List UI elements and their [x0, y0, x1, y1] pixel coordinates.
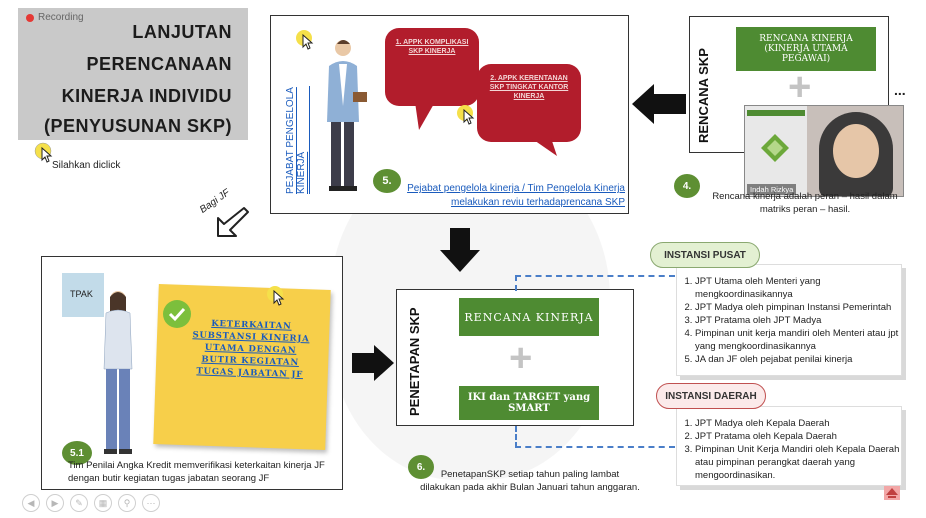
step-5-caption[interactable]: Pejabat pengelola kinerja / Tim Pengelol…: [407, 183, 625, 208]
more-options-button[interactable]: ⋯: [142, 494, 160, 512]
click-hint-text: Silahkan diclick: [52, 160, 121, 171]
webcam-slide-preview: [745, 106, 807, 196]
pejabat-pengelola-label: PEJABAT PENGELOLA KINERJA: [285, 86, 310, 194]
click-cursor-icon: [34, 142, 53, 163]
ellipsis: ...: [894, 82, 906, 98]
penetapan-skp-label: PENETAPAN SKP: [407, 307, 422, 416]
step-5-1-caption: Tim Penilai Angka Kredit memverifikasi k…: [68, 460, 325, 484]
step-6-caption: PenetapanSKP setiap tahun paling lambat …: [420, 469, 640, 493]
step-number: 4.: [682, 180, 692, 192]
recording-indicator: Recording: [26, 12, 84, 23]
click-cursor-icon[interactable]: [295, 29, 317, 51]
webcam-video: [807, 106, 903, 196]
tpak-tag: TPAK: [62, 273, 104, 317]
list-item: Pimpinan Unit Kerja Mandiri oleh Kepala …: [695, 443, 901, 482]
up-arrow-icon: [886, 488, 898, 498]
title-line-2: PERENCANAAN: [86, 54, 232, 74]
step-number: 5.: [382, 175, 392, 187]
instansi-daerah-pill: INSTANSI DAERAH: [656, 383, 766, 409]
slideshow-toolbar: ◀ ▶ ✎ ▦ ⚲ ⋯: [22, 494, 160, 512]
step-badge: 5.: [373, 169, 401, 193]
arrow-right-icon: [352, 345, 394, 381]
previous-slide-button[interactable]: ◀: [22, 494, 40, 512]
instansi-pusat-pill: INSTANSI PUSAT: [650, 242, 760, 268]
sticky-note-text: KETERKAITAN SUBSTANSI KINERJA UTAMA DENG…: [192, 318, 310, 381]
plus-icon: +: [509, 336, 533, 380]
click-cursor-icon[interactable]: [456, 104, 478, 126]
step-badge: 6.: [408, 455, 434, 479]
preview-header: [747, 110, 805, 116]
bubble-tail: [415, 102, 435, 130]
bubble-tail: [531, 138, 557, 156]
woman-figure-icon: [103, 291, 133, 454]
step-badge: 5.1: [62, 441, 92, 465]
arrow-down-icon: [440, 228, 480, 272]
connector-line: [515, 426, 517, 448]
click-cursor-icon[interactable]: [266, 285, 288, 307]
penetapan-skp-panel: PENETAPAN SKP RENCANA KINERJA + IKI dan …: [396, 289, 634, 426]
tpak-panel: TPAK KETERKAITAN SUBSTANSI KINERJA UTAMA…: [41, 256, 343, 490]
pen-tool-button[interactable]: ✎: [70, 494, 88, 512]
step-badge: 4.: [674, 174, 700, 198]
zoom-button[interactable]: ⚲: [118, 494, 136, 512]
title-box: LANJUTAN PERENCANAAN KINERJA INDIVIDU (P…: [18, 8, 248, 140]
tpak-label: TPAK: [70, 289, 93, 299]
list-item: JPT Madya oleh Kepala Daerah: [695, 417, 901, 430]
record-dot-icon: [26, 13, 34, 22]
rencana-skp-label: RENCANA SKP: [696, 48, 711, 143]
connector-line: [515, 275, 675, 277]
connector-line: [515, 275, 517, 291]
iki-target-box: IKI dan TARGET yang SMART: [459, 386, 599, 420]
title-line-3: KINERJA INDIVIDU: [61, 86, 232, 106]
rencana-kinerja-box: RENCANA KINERJA (KINERJA UTAMA PEGAWAI): [736, 27, 876, 71]
rencana-kinerja-box: RENCANA KINERJA: [459, 298, 599, 336]
connector-line: [515, 446, 675, 448]
webcam-name: Indah Rizkya: [747, 184, 797, 195]
list-item: JPT Utama oleh Menteri yang mengkoordina…: [695, 275, 901, 301]
list-item: JPT Pratama oleh JPT Madya: [695, 314, 901, 327]
logo-icon: [761, 134, 789, 162]
next-slide-button[interactable]: ▶: [46, 494, 64, 512]
man-figure-icon: [327, 40, 367, 191]
recording-label: Recording: [38, 12, 84, 23]
list-item: JPT Madya oleh pimpinan Instansi Pemerin…: [695, 301, 901, 314]
speech-bubble-2: 2. APPK KERENTANAN SKP TINGKAT KANTOR KI…: [477, 64, 581, 142]
home-button[interactable]: [884, 486, 900, 500]
speech-bubble-1: 1. APPK KOMPLIKASI SKP KINERJA: [385, 28, 479, 106]
list-item: Pimpinan unit kerja mandiri oleh Menteri…: [695, 327, 901, 353]
face-shape: [833, 124, 879, 178]
see-all-slides-button[interactable]: ▦: [94, 494, 112, 512]
arrow-left-icon: [632, 84, 686, 124]
title-line-1: LANJUTAN: [132, 22, 232, 42]
instansi-pusat-list: JPT Utama oleh Menteri yang mengkoordina…: [676, 264, 902, 376]
checkmark-icon: [163, 300, 191, 328]
webcam-overlay[interactable]: Indah Rizkya: [744, 105, 904, 197]
list-item: JA dan JF oleh pejabat penilai kinerja: [695, 353, 901, 366]
arrow-down-left-icon: [217, 207, 249, 237]
step-4-caption: Rencana kinerja adalah peran – hasil dal…: [712, 191, 898, 215]
step-number: 6.: [416, 461, 426, 473]
title-line-4: (PENYUSUNAN SKP): [43, 116, 232, 136]
plus-icon: +: [788, 65, 812, 109]
instansi-daerah-list: JPT Madya oleh Kepala Daerah JPT Pratama…: [676, 406, 902, 486]
step-number: 5.1: [70, 447, 84, 459]
list-item: JPT Pratama oleh Kepala Daerah: [695, 430, 901, 443]
top-review-panel: PEJABAT PENGELOLA KINERJA 1. APPK KOMPLI…: [270, 15, 629, 214]
